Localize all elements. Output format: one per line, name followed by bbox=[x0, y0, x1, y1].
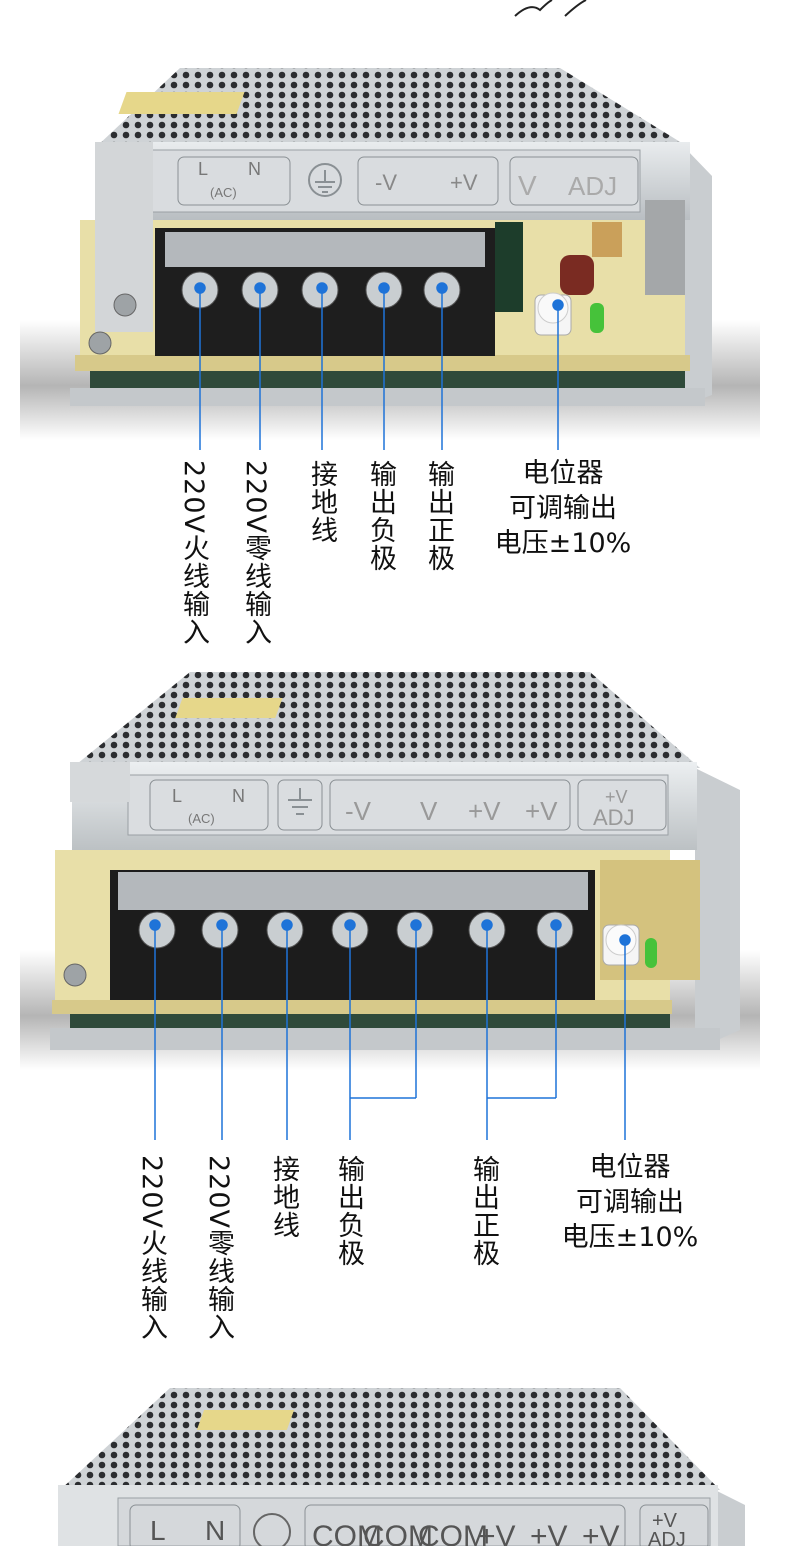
svg-text:L: L bbox=[172, 786, 182, 806]
screw-icon bbox=[63, 963, 87, 987]
svg-text:ADJ: ADJ bbox=[648, 1529, 686, 1546]
svg-text:+V: +V bbox=[652, 1510, 678, 1532]
plate-text-l: L bbox=[198, 159, 208, 179]
svg-text:+V: +V bbox=[525, 796, 558, 826]
svg-text:+V: +V bbox=[450, 170, 478, 195]
callout-output-positive-1: 输出正极 bbox=[423, 460, 454, 572]
ground-symbol-icon bbox=[253, 1513, 291, 1546]
power-supply-photo-2: L N (AC) -V V +V +V +V ADJ bbox=[50, 672, 740, 1140]
svg-text:N: N bbox=[232, 786, 245, 806]
svg-text:V: V bbox=[518, 170, 537, 201]
callout-output-negative-2: 输出负极 bbox=[333, 1155, 364, 1267]
callout-neutral-input-1: 220V零线输入 bbox=[240, 460, 271, 647]
svg-text:+V: +V bbox=[530, 1520, 568, 1546]
svg-text:-V: -V bbox=[375, 170, 397, 195]
svg-text:+V: +V bbox=[478, 1520, 516, 1546]
screw-icon bbox=[113, 293, 137, 317]
callout-live-input-2: 220V火线输入 bbox=[136, 1155, 167, 1342]
svg-text:(AC): (AC) bbox=[188, 811, 215, 826]
power-supply-photo-1: L N (AC) -V +V V ADJ bbox=[70, 68, 712, 450]
svg-text:+V: +V bbox=[605, 787, 628, 807]
power-supply-panel-2: L N (AC) -V V +V +V +V ADJ bbox=[0, 650, 790, 1380]
top-decoration bbox=[514, 0, 587, 17]
callout-live-input-1: 220V火线输入 bbox=[178, 460, 209, 647]
callout-ground-2: 接地线 bbox=[268, 1155, 299, 1239]
power-supply-panel-1: L N (AC) -V +V V ADJ bbox=[0, 0, 790, 650]
pot-label-line-3: 电压±10% bbox=[494, 528, 632, 559]
svg-text:ADJ: ADJ bbox=[593, 805, 635, 830]
callout-output-negative-1: 输出负极 bbox=[365, 460, 396, 572]
pot-label-line-1: 电位器 bbox=[589, 1152, 671, 1183]
plate-text-n: N bbox=[248, 159, 261, 179]
svg-text:COM: COM bbox=[418, 1520, 488, 1546]
svg-text:ADJ: ADJ bbox=[568, 171, 617, 201]
ground-symbol-icon bbox=[308, 163, 342, 197]
terminal-screws-2 bbox=[138, 911, 574, 949]
callout-ground-1: 接地线 bbox=[306, 460, 337, 544]
plate-text-ac: (AC) bbox=[210, 185, 237, 200]
svg-text:V: V bbox=[420, 796, 438, 826]
svg-text:-V: -V bbox=[345, 796, 372, 826]
ground-symbol-icon bbox=[288, 788, 312, 815]
svg-text:COM: COM bbox=[312, 1520, 382, 1546]
callout-potentiometer-2: 电位器 可调输出 电压±10% bbox=[555, 1150, 705, 1255]
pot-label-line-2: 可调输出 bbox=[509, 493, 617, 524]
power-supply-photo-3: L N COM COM COM +V +V +V +V ADJ bbox=[58, 1388, 745, 1546]
callout-potentiometer-1: 电位器 可调输出 电压±10% bbox=[488, 456, 638, 561]
svg-text:COM: COM bbox=[363, 1520, 433, 1546]
power-supply-panel-3: L N COM COM COM +V +V +V +V ADJ bbox=[0, 1380, 790, 1546]
pot-label-line-1: 电位器 bbox=[522, 458, 604, 489]
svg-text:L: L bbox=[150, 1515, 166, 1546]
svg-text:N: N bbox=[205, 1515, 225, 1546]
callout-neutral-input-2: 220V零线输入 bbox=[203, 1155, 234, 1342]
pot-label-line-2: 可调输出 bbox=[576, 1187, 684, 1218]
pot-label-line-3: 电压±10% bbox=[561, 1222, 699, 1253]
callout-output-positive-2: 输出正极 bbox=[468, 1155, 499, 1267]
svg-text:+V: +V bbox=[468, 796, 501, 826]
svg-text:+V: +V bbox=[582, 1520, 620, 1546]
